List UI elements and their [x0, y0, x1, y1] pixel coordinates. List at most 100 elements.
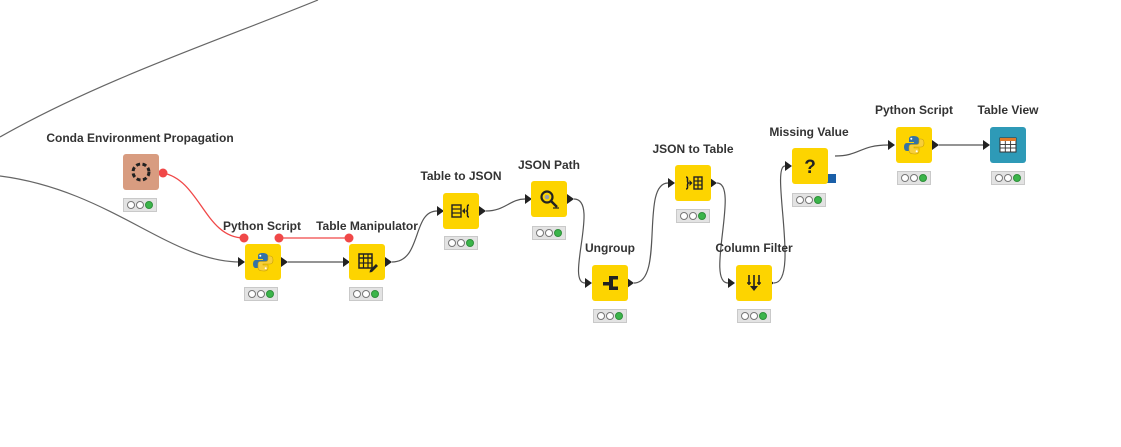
node-label-table-view: Table View [977, 103, 1039, 117]
status-light-yellow [749, 312, 758, 320]
output-port[interactable] [385, 257, 392, 267]
conda-icon [131, 162, 151, 182]
connection-line[interactable] [485, 198, 526, 212]
flow-variable-port[interactable] [344, 233, 354, 243]
column-filter-icon [747, 275, 761, 291]
port-arrow [888, 140, 895, 150]
status-light-yellow [256, 290, 265, 298]
node-python-script[interactable] [896, 127, 932, 163]
port-arrow [785, 161, 792, 171]
connection-line[interactable] [716, 182, 729, 284]
port-arrow [343, 257, 350, 267]
table-edit-icon [358, 253, 378, 273]
output-port[interactable] [627, 278, 634, 288]
status-light-yellow [361, 290, 370, 298]
flow-variable-port[interactable] [158, 168, 168, 178]
status-light-green [145, 201, 154, 209]
port-arrow [668, 178, 675, 188]
python-icon [904, 136, 925, 155]
status-light-yellow [605, 312, 614, 320]
node-python-script[interactable] [245, 244, 281, 280]
table-view-icon [999, 137, 1017, 153]
connection-line[interactable] [573, 198, 586, 284]
connection-line[interactable] [391, 210, 438, 263]
node-table-manipulator[interactable] [349, 244, 385, 280]
ungroup-icon [603, 276, 618, 290]
status-indicator [444, 236, 478, 250]
connection-line[interactable] [0, 0, 319, 138]
node-label-json-path: JSON Path [517, 158, 581, 172]
connection-line[interactable] [633, 182, 669, 284]
status-light-red [126, 201, 135, 209]
status-light-green [466, 239, 475, 247]
flow-variable-port[interactable] [239, 233, 249, 243]
status-light-red [447, 239, 456, 247]
flow-variable-port[interactable] [274, 233, 284, 243]
status-indicator [991, 171, 1025, 185]
status-light-yellow [544, 229, 553, 237]
node-json-path[interactable] [531, 181, 567, 217]
connection-line[interactable] [773, 165, 786, 284]
node-label-conda: Conda Environment Propagation [46, 131, 234, 145]
python-icon [253, 253, 274, 272]
status-light-green [554, 229, 563, 237]
status-light-red [679, 212, 688, 220]
connection-line[interactable] [0, 175, 241, 263]
node-label-python-script: Python Script [874, 103, 954, 117]
connection-line[interactable] [834, 144, 889, 157]
output-port[interactable] [827, 174, 836, 183]
status-light-red [352, 290, 361, 298]
node-label-json-to-table: JSON to Table [652, 142, 734, 156]
status-light-green [1013, 174, 1022, 182]
status-light-green [698, 212, 707, 220]
status-light-green [266, 290, 275, 298]
status-indicator [593, 309, 627, 323]
port-arrow [983, 140, 990, 150]
status-light-green [759, 312, 768, 320]
port-arrow [525, 194, 532, 204]
node-label-table-manipulator: Table Manipulator [316, 219, 418, 233]
node-label-column-filter: Column Filter [715, 241, 793, 255]
node-table-view[interactable] [990, 127, 1026, 163]
node-ungroup[interactable] [592, 265, 628, 301]
node-json-to-table[interactable] [675, 165, 711, 201]
output-port[interactable] [567, 194, 574, 204]
json-to-table-icon [685, 176, 703, 190]
output-port[interactable] [281, 257, 288, 267]
output-port[interactable] [479, 206, 486, 216]
output-port[interactable] [710, 178, 717, 188]
port-arrow [437, 206, 444, 216]
node-label-python-script: Python Script [222, 219, 302, 233]
status-indicator [792, 193, 826, 207]
status-light-yellow [909, 174, 918, 182]
status-indicator [897, 171, 931, 185]
port-arrow [728, 278, 735, 288]
status-light-green [615, 312, 624, 320]
json-path-icon [540, 190, 559, 209]
status-indicator [244, 287, 278, 301]
port-arrow [585, 278, 592, 288]
node-column-filter[interactable] [736, 265, 772, 301]
output-port[interactable] [932, 140, 939, 150]
flow-variable-connection[interactable] [162, 172, 245, 239]
status-light-yellow [135, 201, 144, 209]
node-missing-value[interactable]: ? [792, 148, 828, 184]
node-conda-environment-propagation[interactable] [123, 154, 159, 190]
status-light-yellow [1003, 174, 1012, 182]
port-arrow [238, 257, 245, 267]
node-table-to-json[interactable] [443, 193, 479, 229]
status-indicator [532, 226, 566, 240]
status-light-yellow [456, 239, 465, 247]
status-light-red [994, 174, 1003, 182]
status-light-red [247, 290, 256, 298]
status-light-green [371, 290, 380, 298]
status-light-red [740, 312, 749, 320]
status-indicator [676, 209, 710, 223]
status-light-red [535, 229, 544, 237]
status-light-red [596, 312, 605, 320]
status-light-yellow [804, 196, 813, 204]
question-mark-icon: ? [804, 157, 816, 178]
status-light-yellow [688, 212, 697, 220]
table-to-json-icon [451, 204, 470, 218]
